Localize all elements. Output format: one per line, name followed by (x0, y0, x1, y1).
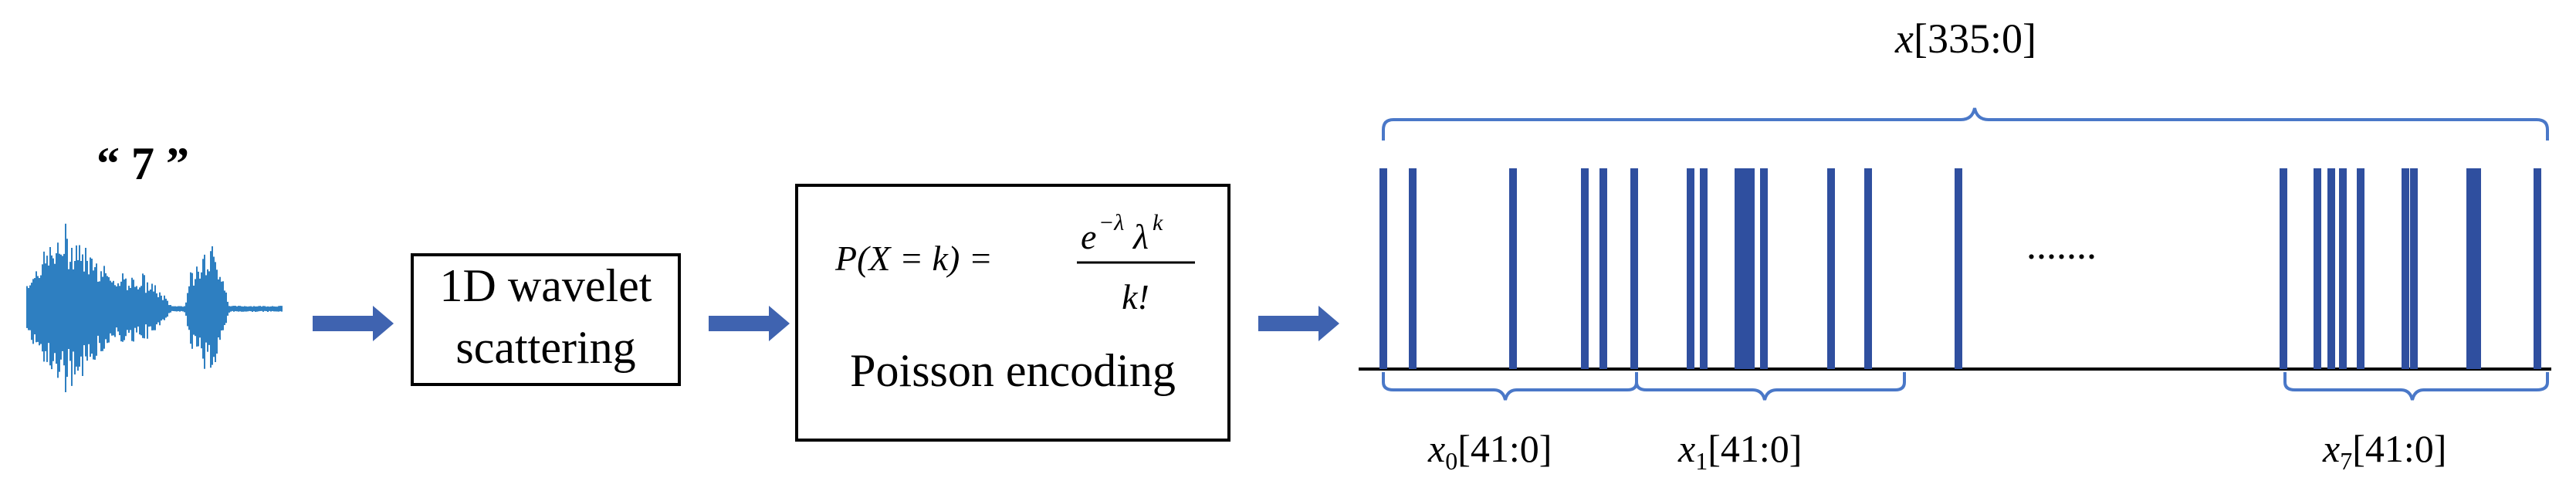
spike-bar (1409, 168, 1417, 369)
digit-label: “ 7 ” (96, 138, 189, 189)
segment-label-0-range: [41:0] (1457, 427, 1552, 470)
segment-label-7-var: x (2322, 427, 2340, 470)
top-brace (1382, 107, 2549, 141)
audio-waveform-icon (26, 223, 283, 393)
full-vector-var: x (1894, 15, 1914, 62)
segment-label-7-sub: 7 (2340, 447, 2352, 475)
segment-label-1-range: [41:0] (1708, 427, 1802, 470)
full-vector-label: x[335:0] (1894, 15, 2036, 62)
spike-bar (1379, 168, 1387, 369)
segment-brace-0 (1382, 372, 1638, 401)
segment-label-0-sub: 0 (1445, 447, 1457, 475)
formula-numerator-exp: −λ (1098, 210, 1124, 235)
spike-bar (2410, 168, 2418, 369)
segment-label-1-sub: 1 (1695, 447, 1708, 475)
spike-bar (1599, 168, 1607, 369)
wavelet-line2: scattering (455, 322, 635, 373)
spike-bar (2473, 168, 2481, 369)
arrow-wavelet-to-poisson (709, 306, 790, 341)
spike-bar (1955, 168, 1962, 369)
spike-bar (2314, 168, 2321, 369)
formula-numerator-base: e (1081, 217, 1096, 256)
spike-ellipsis: ....... (2026, 224, 2097, 268)
poisson-encoding-title: Poisson encoding (850, 345, 1176, 396)
formula-lhs: P(X = k) = (834, 239, 993, 278)
segment-label-1: x1[41:0] (1677, 427, 1802, 475)
formula-numerator-lambda: λ (1132, 217, 1149, 256)
spike-bar (2339, 168, 2347, 369)
spike-bar (1864, 168, 1872, 369)
spike-bar (1747, 168, 1755, 369)
spike-bar (2402, 168, 2409, 369)
wavelet-scattering-box: 1D wavelet scattering (411, 253, 681, 386)
arrow-waveform-to-wavelet (313, 306, 394, 341)
spike-bar (2534, 168, 2541, 369)
spike-bar (2466, 168, 2474, 369)
poisson-encoding-box: P(X = k) = e −λ λ k k! Poisson encoding (795, 184, 1230, 442)
spike-bar (2327, 168, 2335, 369)
spike-bar (1827, 168, 1835, 369)
wavelet-line1: 1D wavelet (440, 260, 652, 311)
spike-bar (1760, 168, 1768, 369)
arrow-poisson-to-spikes (1258, 306, 1339, 341)
segment-label-0-var: x (1427, 427, 1445, 470)
full-vector-range: [335:0] (1914, 15, 2036, 62)
spike-train: x[335:0] ....... x0[41:0] x1[41:0] x7[41… (1359, 15, 2551, 475)
spike-bar (2280, 168, 2287, 369)
spike-bar (1742, 168, 1750, 369)
formula-denominator: k! (1122, 277, 1149, 317)
spike-bar (1581, 168, 1589, 369)
spike-bar (1630, 168, 1638, 369)
segment-label-7-range: [41:0] (2352, 427, 2446, 470)
spike-bar (1509, 168, 1517, 369)
segment-brace-7 (2283, 372, 2549, 401)
spike-bar (1700, 168, 1708, 369)
spike-bars (1379, 168, 2541, 369)
formula-numerator-lambda-exp: k (1153, 210, 1163, 235)
segment-label-0: x0[41:0] (1427, 427, 1552, 475)
segment-label-7: x7[41:0] (2322, 427, 2446, 475)
spike-bar (2357, 168, 2364, 369)
segment-label-1-var: x (1677, 427, 1695, 470)
spike-bar (1687, 168, 1694, 369)
segment-brace-1 (1635, 372, 1906, 401)
